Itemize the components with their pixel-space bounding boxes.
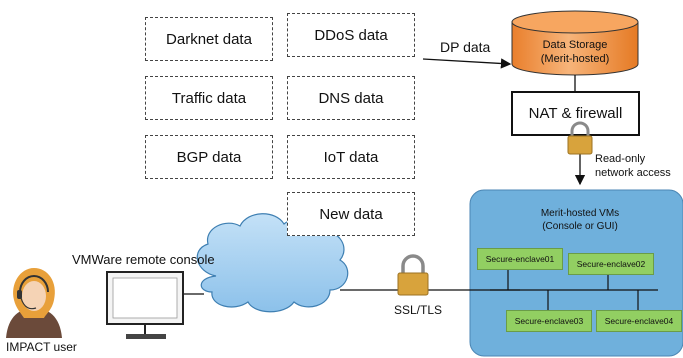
secure-enclave03-label: Secure-enclave03 [514,316,584,326]
darknet-data-label: Darknet data [166,30,252,48]
storage-label-line2: (Merit-hosted) [540,53,610,65]
new-data-label: New data [319,205,383,223]
user-avatar-icon [6,268,62,338]
network-cloud [196,213,349,313]
vm-title-line2: (Console or GUI) [542,221,618,232]
storage-label-line1: Data Storage [542,39,608,51]
secure-enclave01: Secure-enclave01 [477,248,563,270]
secure-enclave02-label: Secure-enclave02 [576,259,646,269]
darknet-data-box: Darknet data [145,17,273,61]
user-label: IMPACT user [6,340,77,354]
secure-enclave04: Secure-enclave04 [596,310,682,332]
dns-data-label: DNS data [318,89,384,107]
secure-enclave01-label: Secure-enclave01 [485,254,555,264]
secure-enclave03: Secure-enclave03 [506,310,592,332]
bgp-data-box: BGP data [145,135,273,179]
ddos-data-box: DDoS data [287,13,415,57]
read-only-label-line1: Read-only [595,153,646,165]
data-storage-cylinder [511,10,639,76]
ssl-lock-icon [397,254,429,296]
vm-title: Merit-hosted VMs (Console or GUI) [480,207,680,233]
dp-data-arrow [422,58,512,69]
bgp-data-label: BGP data [176,148,242,166]
ddos-data-label: DDoS data [314,26,388,44]
nat-firewall-box [511,91,640,136]
traffic-data-box: Traffic data [145,76,273,120]
nat-firewall-label: NAT & firewall [528,105,623,122]
read-only-label: Read-only network access [595,152,671,180]
console-label: VMWare remote console [72,252,215,267]
secure-enclave02: Secure-enclave02 [568,253,654,275]
iot-data-box: IoT data [287,135,415,179]
lock-icon [567,121,593,155]
monitor-icon [106,271,184,339]
iot-data-label: IoT data [323,148,379,166]
dns-data-box: DNS data [287,76,415,120]
traffic-data-label: Traffic data [171,89,247,107]
vm-title-line1: Merit-hosted VMs [540,208,620,219]
dp-data-label: DP data [440,39,491,55]
new-data-box: New data [287,192,415,236]
ssl-tls-label: SSL/TLS [394,303,443,317]
secure-enclave04-label: Secure-enclave04 [604,316,674,326]
read-only-label-line2: network access [595,167,671,179]
storage-label: Data Storage (Merit-hosted) [512,38,638,66]
